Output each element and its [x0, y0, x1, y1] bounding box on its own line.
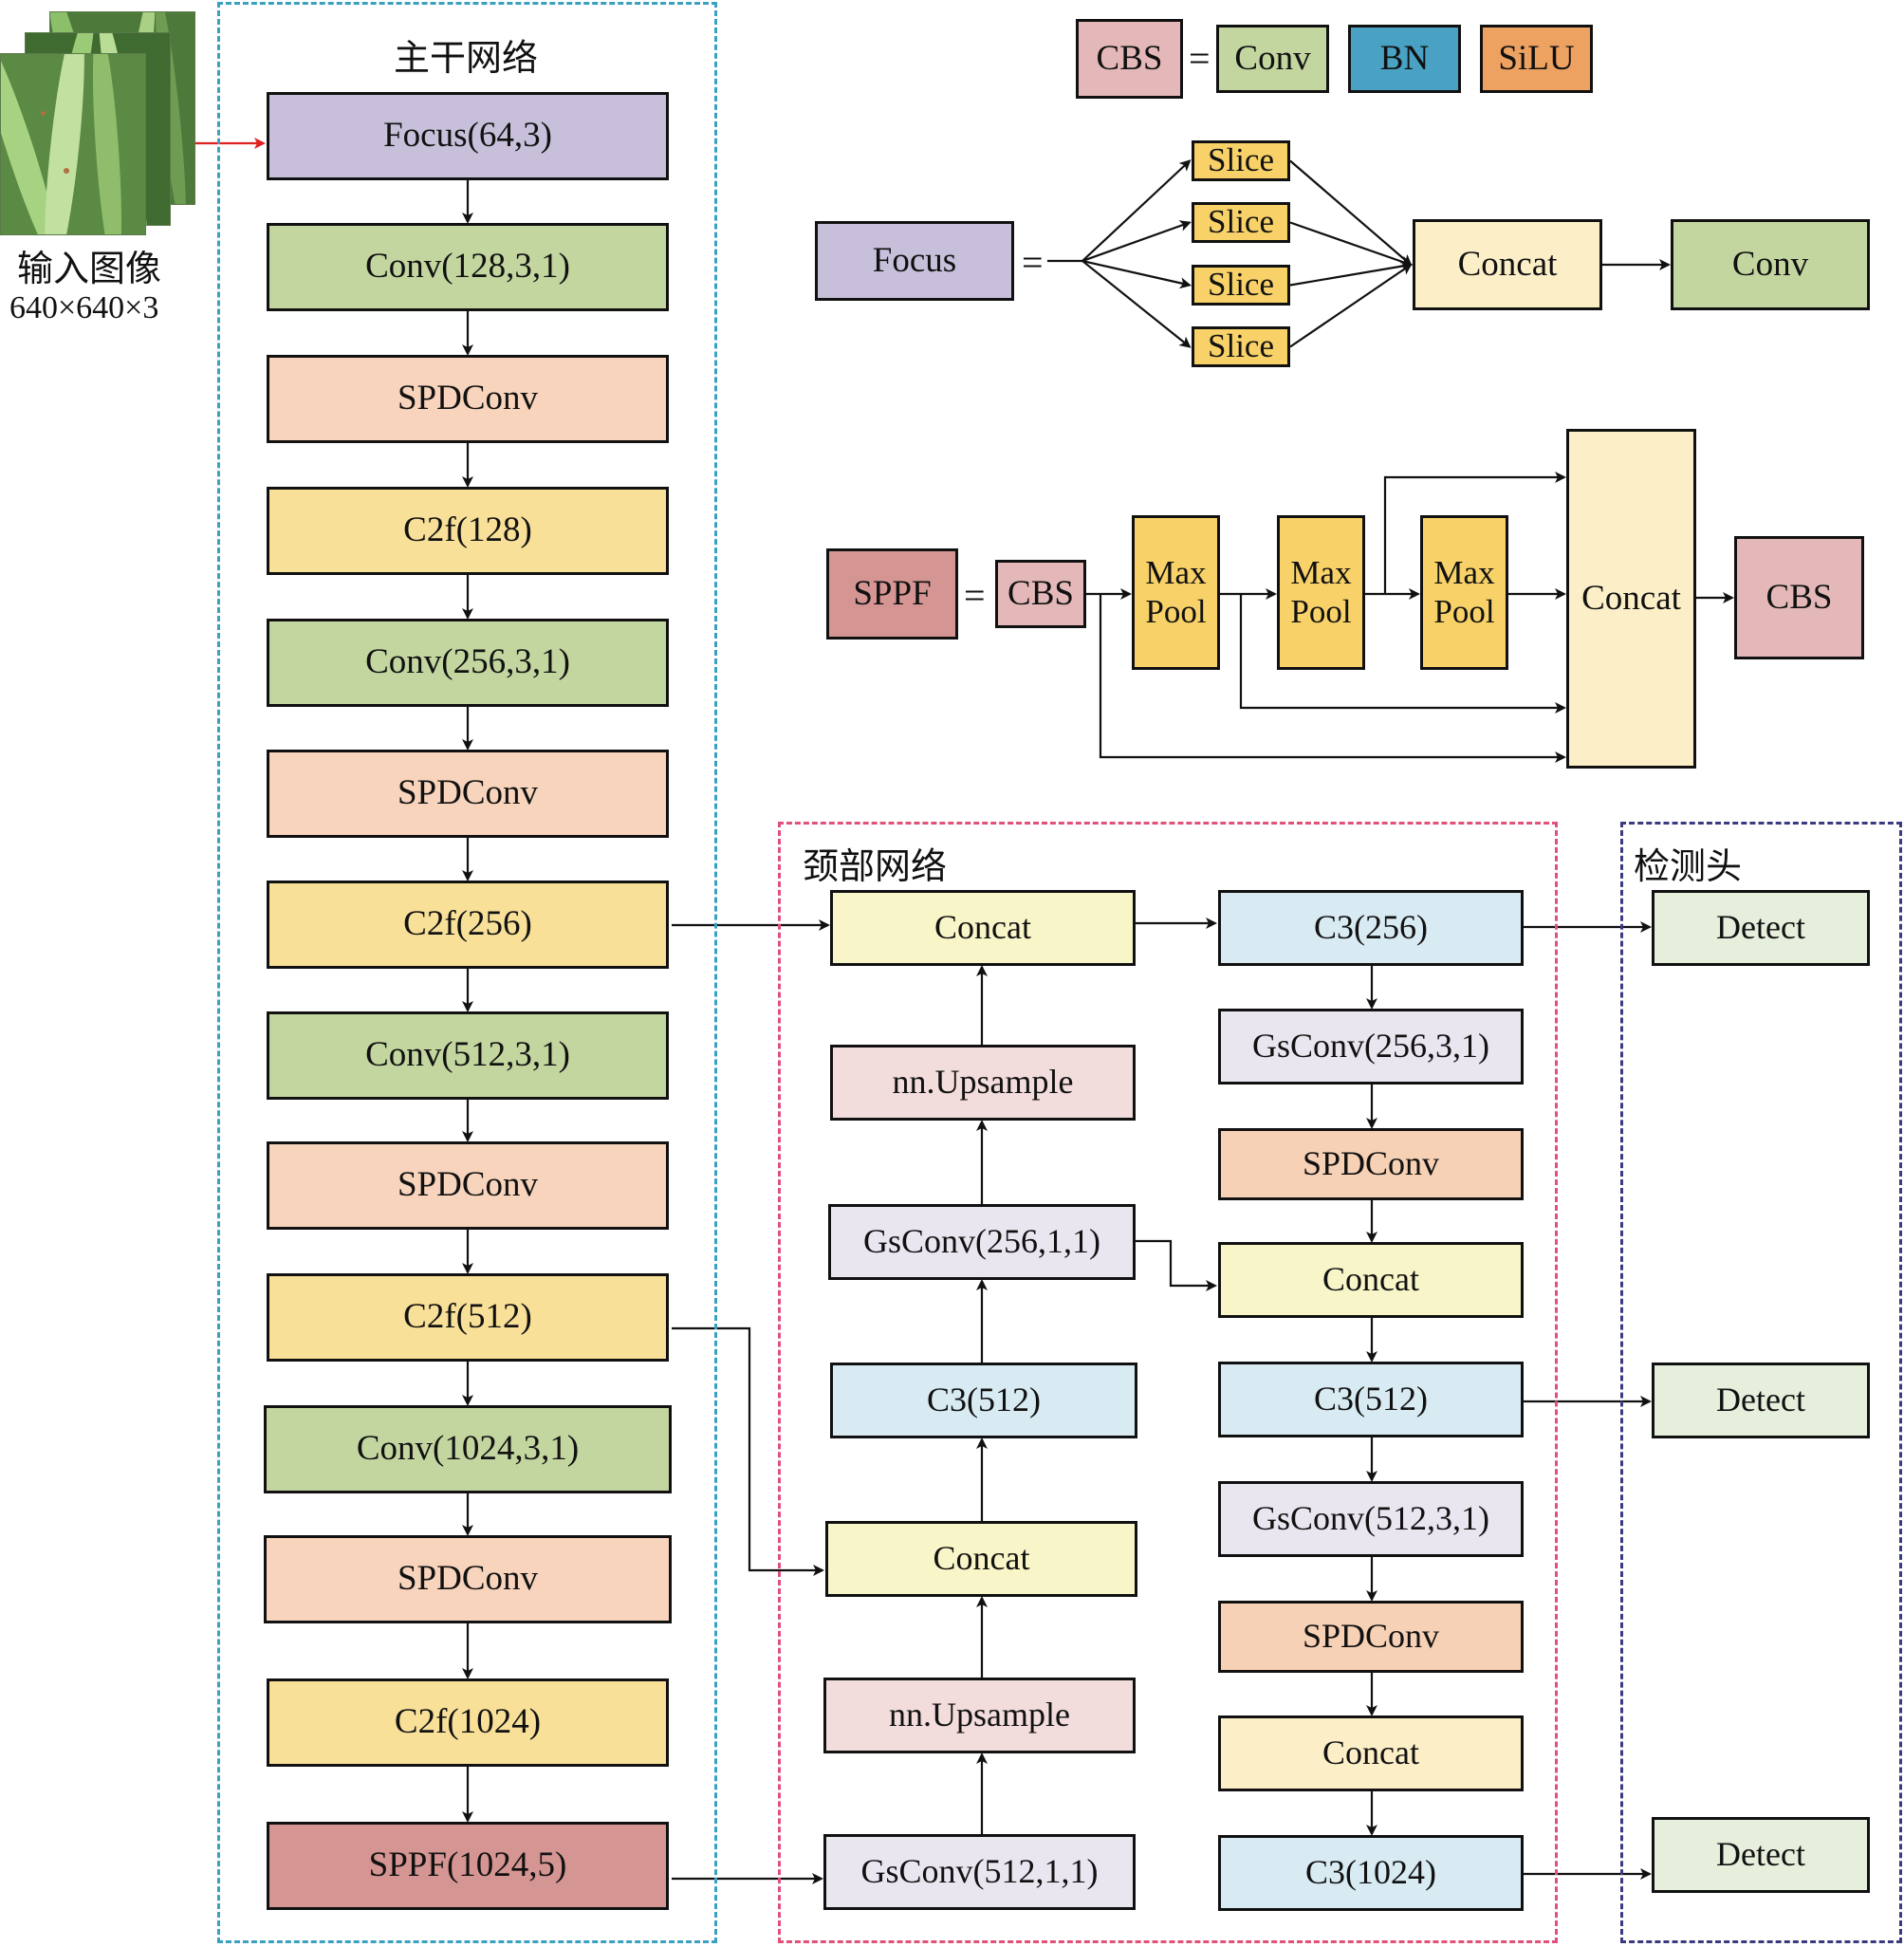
leaf-image-front [0, 53, 146, 235]
sppf-detail-cbs-in: CBS [995, 560, 1086, 628]
focus-detail-concat: Concat [1413, 219, 1602, 310]
legend-conv: Conv [1216, 25, 1329, 93]
sppf-detail-equals: = [964, 574, 986, 617]
head-region [1620, 822, 1902, 1943]
neck-region [778, 822, 1558, 1943]
gsconv256-to-concat [1136, 1239, 1217, 1291]
backbone-block: C2f(512) [267, 1273, 669, 1362]
focus-detail-conv: Conv [1671, 219, 1870, 310]
legend-silu: SiLU [1480, 25, 1593, 93]
legend-bn: BN [1348, 25, 1461, 93]
backbone-block: C2f(256) [267, 881, 669, 969]
neck-right-block: SPDConv [1218, 1128, 1524, 1200]
backbone-block: C2f(1024) [267, 1678, 669, 1767]
backbone-block: SPDConv [267, 355, 669, 443]
focus-detail-slice: Slice [1192, 202, 1290, 243]
sppf-branch-mid [1239, 594, 1566, 714]
focus-split-arrow [1081, 260, 1192, 348]
neck-left-block: C3(512) [830, 1363, 1137, 1438]
neck-left-block: Concat [825, 1521, 1137, 1597]
neck-left-block: nn.Upsample [830, 1045, 1136, 1121]
backbone-block: Conv(1024,3,1) [264, 1405, 672, 1493]
neck-right-block: GsConv(512,3,1) [1218, 1481, 1524, 1557]
backbone-block: SPDConv [267, 750, 669, 838]
focus-merge-arrow [1289, 159, 1413, 267]
backbone-block: SPPF(1024,5) [267, 1822, 669, 1910]
sppf-detail-maxpool: Max Pool [1277, 515, 1365, 670]
sppf-branch-top [1383, 472, 1566, 594]
backbone-block: SPDConv [264, 1535, 672, 1623]
backbone-block: Focus(64,3) [267, 92, 669, 180]
sppf-detail-maxpool: Max Pool [1132, 515, 1220, 670]
input-label: 输入图像 [17, 248, 162, 289]
sppf-detail-concat: Concat [1566, 429, 1696, 769]
focus-merge-arrow [1289, 260, 1413, 287]
focus-detail-slice: Slice [1192, 326, 1290, 367]
focus-split-arrow [1081, 220, 1192, 263]
head-detect-block: Detect [1652, 1817, 1870, 1893]
sppf-detail-maxpool: Max Pool [1420, 515, 1508, 670]
focus-detail-equals: = [1022, 241, 1044, 284]
c2f512-to-concat [672, 1326, 824, 1576]
focus-split-arrow [1081, 259, 1192, 289]
focus-detail-slice: Slice [1192, 265, 1290, 306]
neck-right-block: SPDConv [1218, 1601, 1524, 1673]
head-detect-block: Detect [1652, 1363, 1870, 1438]
legend-equals: = [1189, 37, 1211, 80]
neck-title: 颈部网络 [803, 845, 948, 887]
backbone-block: Conv(128,3,1) [267, 223, 669, 311]
neck-right-block: C3(512) [1218, 1362, 1524, 1437]
focus-detail-focus: Focus [815, 221, 1014, 301]
neck-right-block: Concat [1218, 1242, 1524, 1318]
neck-right-block: C3(1024) [1218, 1835, 1524, 1911]
neck-right-block: Concat [1218, 1715, 1524, 1791]
backbone-title: 主干网络 [394, 37, 539, 79]
head-title: 检测头 [1634, 845, 1743, 887]
input-size: 640×640×3 [9, 290, 159, 325]
backbone-block: Conv(256,3,1) [267, 619, 669, 707]
backbone-block: SPDConv [267, 1141, 669, 1230]
backbone-block: C2f(128) [267, 487, 669, 575]
neck-left-block: GsConv(512,1,1) [823, 1834, 1136, 1910]
neck-left-block: nn.Upsample [823, 1678, 1136, 1753]
neck-left-block: Concat [830, 890, 1136, 966]
neck-left-block: GsConv(256,1,1) [828, 1204, 1136, 1280]
legend-cbs: CBS [1076, 19, 1183, 99]
backbone-region [217, 2, 717, 1943]
sppf-detail-cbs-out: CBS [1734, 536, 1864, 659]
sppf-branch-bot [1099, 594, 1566, 763]
head-detect-block: Detect [1652, 890, 1870, 966]
focus-detail-slice: Slice [1192, 140, 1290, 181]
focus-split-arrow [1081, 159, 1192, 262]
backbone-block: Conv(512,3,1) [267, 1011, 669, 1100]
neck-right-block: GsConv(256,3,1) [1218, 1009, 1524, 1085]
focus-merge-arrow [1289, 263, 1413, 348]
focus-merge-arrow [1289, 221, 1413, 268]
sppf-detail-sppf: SPPF [826, 548, 958, 640]
neck-right-block: C3(256) [1218, 890, 1524, 966]
